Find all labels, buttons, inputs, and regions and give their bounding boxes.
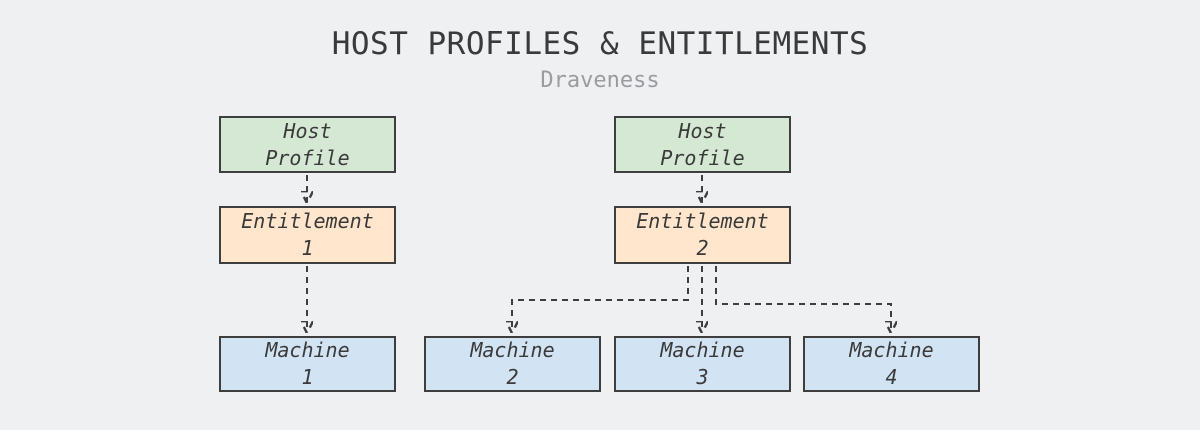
node-label-line2: 2 <box>696 236 709 260</box>
node-label-line1: Machine <box>265 338 350 362</box>
node-label-line1: Entitlement <box>241 209 374 233</box>
node-label-line2: 1 <box>301 365 314 389</box>
edge-entitlement2-machine4 <box>715 266 891 332</box>
node-label-line2: 2 <box>506 365 519 389</box>
node-machine-3: Machine 3 <box>614 336 791 392</box>
edge-entitlement2-machine2 <box>512 266 689 332</box>
node-label-line1: Host <box>283 118 332 143</box>
node-host-profile-2: Host Profile <box>614 116 791 173</box>
node-host-profile-1: Host Profile <box>219 116 396 173</box>
node-label-line1: Machine <box>660 338 745 362</box>
node-machine-2: Machine 2 <box>424 336 601 392</box>
node-label-line2: 1 <box>301 236 314 260</box>
node-label-line1: Host <box>678 118 727 143</box>
node-entitlement-2: Entitlement 2 <box>614 206 791 264</box>
node-entitlement-1: Entitlement 1 <box>219 206 396 264</box>
diagram-title: HOST PROFILES & ENTITLEMENTS <box>331 26 869 62</box>
node-machine-4: Machine 4 <box>803 336 980 392</box>
node-label-line2: Profile <box>660 145 745 170</box>
node-label-line1: Machine <box>849 338 934 362</box>
node-label-line1: Entitlement <box>636 209 769 233</box>
diagram-subtitle: Draveness <box>540 68 660 93</box>
node-label-line2: 3 <box>696 365 709 389</box>
node-label-line2: 4 <box>885 365 898 389</box>
node-label-line2: Profile <box>265 145 350 170</box>
node-machine-1: Machine 1 <box>219 336 396 392</box>
node-label-line1: Machine <box>470 338 555 362</box>
